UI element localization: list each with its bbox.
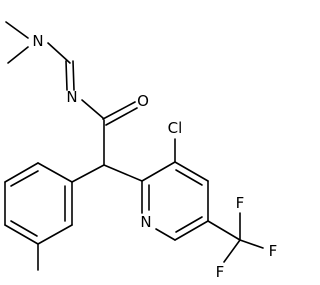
bond-tolyl-5	[4, 162, 39, 183]
atom-o-carbonyl: O	[137, 92, 149, 110]
atom-labels: N N O Cl N F F F	[32, 32, 277, 281]
bond-pyr-5	[155, 228, 176, 241]
bond-pyr-2-inner	[175, 169, 203, 186]
bond-pyr-4-inner	[175, 216, 203, 233]
atom-f-top: F	[236, 194, 245, 212]
bond-co-double-a	[102, 101, 136, 120]
bond-ch-tolyl	[71, 164, 105, 183]
bond-cn-double-b	[72, 60, 75, 91]
bond-pyr-4	[174, 220, 209, 241]
bond-pyr-2	[174, 161, 209, 182]
bond-pyr-cf3	[207, 220, 241, 241]
bond-tolyl-5-inner	[10, 170, 39, 187]
bond-tolyl-6	[37, 162, 73, 183]
atom-n-pyridine: N	[140, 213, 151, 231]
atom-f-right: F	[269, 242, 278, 260]
bond-n-methyl-bottom	[7, 46, 29, 64]
atom-f-left: F	[216, 263, 225, 281]
bond-co-double-b	[105, 107, 138, 126]
bond-tolyl-2	[37, 224, 73, 245]
bond-cn-double-a	[65, 60, 68, 91]
bond-pyr-1	[141, 161, 176, 182]
bonds	[4, 21, 264, 271]
atom-n-imine: N	[66, 88, 77, 106]
bond-n-carbonyl	[81, 99, 104, 119]
bond-tolyl-3	[4, 224, 39, 245]
atom-n-amine: N	[32, 32, 43, 50]
atom-cl: Cl	[168, 119, 183, 137]
bond-cf3-f-right	[239, 239, 264, 249]
bond-ch-pyridine	[103, 164, 143, 182]
bond-n-methyl-top	[5, 21, 29, 39]
bond-cf3-f-left	[223, 239, 241, 263]
bond-n-formamidine-c	[47, 42, 71, 64]
chemical-structure: N N O Cl N F F F	[4, 21, 277, 281]
bond-tolyl-3-inner	[10, 220, 38, 237]
